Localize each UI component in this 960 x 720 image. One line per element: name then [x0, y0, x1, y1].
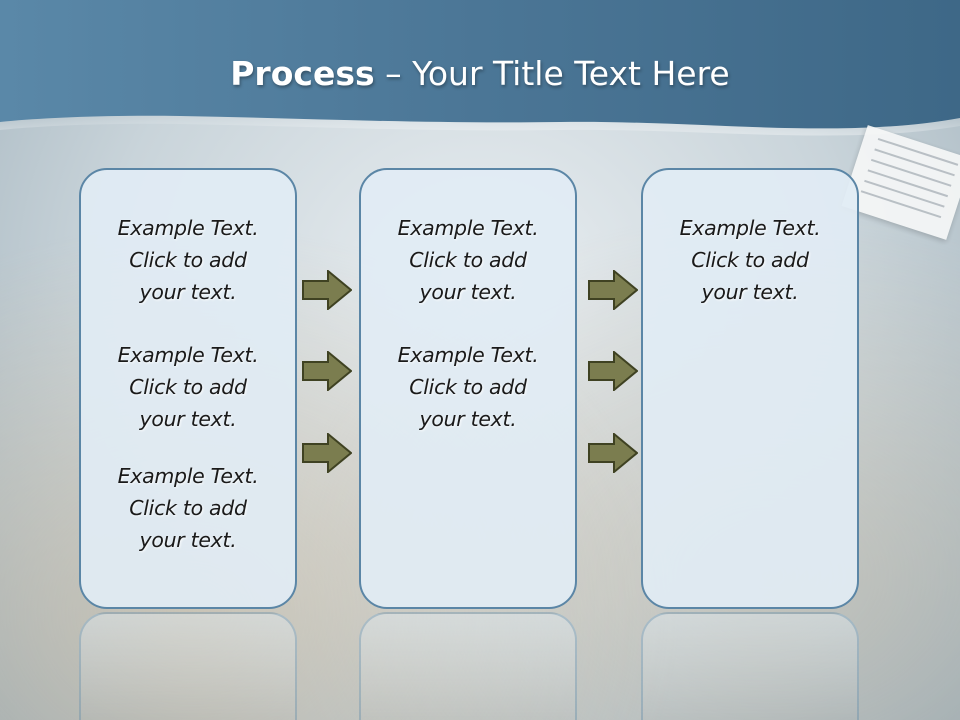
- right-arrow-icon[interactable]: [588, 270, 638, 310]
- right-arrow-icon[interactable]: [302, 433, 352, 473]
- text-block[interactable]: Example Text. Click to add your text.: [361, 212, 575, 308]
- title-rest: – Your Title Text Here: [374, 54, 730, 93]
- text-line: your text.: [139, 280, 237, 304]
- title-banner: [0, 0, 960, 140]
- text-line: your text.: [419, 280, 517, 304]
- process-box-1[interactable]: Example Text. Click to add your text. Ex…: [79, 168, 297, 609]
- box-reflection: [79, 612, 297, 720]
- title-bold: Process: [230, 54, 375, 93]
- text-line: Click to add: [129, 248, 247, 272]
- text-line: Example Text.: [117, 216, 259, 240]
- text-line: Click to add: [691, 248, 809, 272]
- text-line: your text.: [139, 528, 237, 552]
- text-block[interactable]: Example Text. Click to add your text.: [361, 339, 575, 435]
- text-block[interactable]: Example Text. Click to add your text.: [643, 212, 857, 308]
- banner-shape: [0, 0, 960, 136]
- text-line: Click to add: [409, 375, 527, 399]
- right-arrow-icon[interactable]: [588, 351, 638, 391]
- text-line: your text.: [419, 407, 517, 431]
- text-line: Click to add: [129, 496, 247, 520]
- slide-title[interactable]: Process – Your Title Text Here: [0, 54, 960, 93]
- right-arrow-icon[interactable]: [588, 433, 638, 473]
- text-line: your text.: [701, 280, 799, 304]
- text-line: Example Text.: [397, 216, 539, 240]
- process-box-2[interactable]: Example Text. Click to add your text. Ex…: [359, 168, 577, 609]
- right-arrow-icon[interactable]: [302, 351, 352, 391]
- paper-sheet-decoration: [841, 125, 960, 240]
- text-block[interactable]: Example Text. Click to add your text.: [81, 339, 295, 435]
- box-reflection: [641, 612, 859, 720]
- process-box-3[interactable]: Example Text. Click to add your text.: [641, 168, 859, 609]
- right-arrow-icon[interactable]: [302, 270, 352, 310]
- text-line: Example Text.: [679, 216, 821, 240]
- text-line: Example Text.: [117, 464, 259, 488]
- text-line: your text.: [139, 407, 237, 431]
- text-line: Example Text.: [397, 343, 539, 367]
- text-block[interactable]: Example Text. Click to add your text.: [81, 460, 295, 556]
- box-reflection: [359, 612, 577, 720]
- text-block[interactable]: Example Text. Click to add your text.: [81, 212, 295, 308]
- text-line: Example Text.: [117, 343, 259, 367]
- text-line: Click to add: [409, 248, 527, 272]
- text-line: Click to add: [129, 375, 247, 399]
